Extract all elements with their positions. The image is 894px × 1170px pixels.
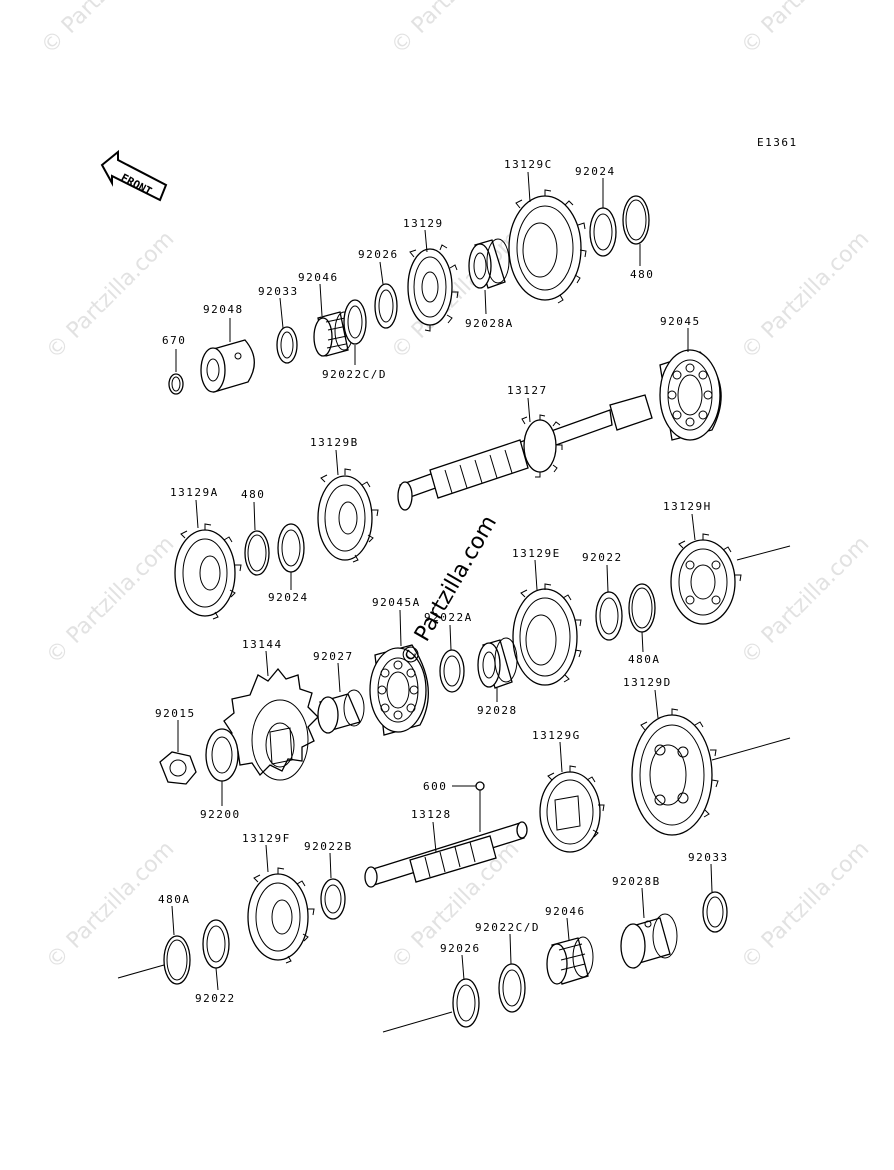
label-13129f: 13129F [242,832,291,845]
washer-92024-mid[interactable] [277,523,305,573]
label-13129c: 13129C [504,158,553,171]
ball-600[interactable] [475,781,485,791]
circlip-480-top[interactable] [622,195,650,245]
label-13129b: 13129B [310,436,359,449]
label-13129g: 13129G [532,729,581,742]
label-92022cd-bot: 92022C/D [475,921,540,934]
front-arrow-icon: FRONT [100,149,168,202]
ring-670-inner [171,376,181,392]
label-92045a: 92045A [372,596,421,609]
label-92046-bot: 92046 [545,905,586,918]
gear-13129c[interactable] [508,189,587,304]
label-670: 670 [162,334,186,347]
washer-92024-top[interactable] [589,207,617,257]
washer-92026-bot[interactable] [452,978,480,1028]
diagram-code: E1361 [757,136,798,149]
label-13144: 13144 [242,638,283,651]
watermark: © Partzilla.com [37,0,175,59]
label-92033-top: 92033 [258,285,299,298]
label-92022-bot: 92022 [195,992,236,1005]
watermark: © Partzilla.com [737,227,875,365]
shaft-13127[interactable] [397,394,653,511]
gear-13129a[interactable] [174,523,242,620]
label-480-top: 480 [630,268,654,281]
label-92022-mid: 92022 [582,551,623,564]
label-92015: 92015 [155,707,196,720]
label-92026-bot: 92026 [440,942,481,955]
watermark: © Partzilla.com [387,0,525,59]
label-480a-mid: 480A [628,653,661,666]
watermark: © Partzilla.com [42,227,180,365]
label-92028b: 92028B [612,875,661,888]
circlip-480a-bot[interactable] [163,935,191,985]
circlip-92033-top[interactable] [276,326,298,364]
label-92022b: 92022B [304,840,353,853]
bushing-92028[interactable] [477,637,518,689]
shaft-13128[interactable] [364,821,528,888]
label-13129h: 13129H [663,500,712,513]
washer-92022-mid[interactable] [595,591,623,641]
label-13129e: 13129E [512,547,561,560]
watermark: © Partzilla.com [42,532,180,670]
bearing-92045a[interactable] [369,644,429,736]
gear-13129b[interactable] [317,468,379,563]
collar-92027[interactable] [317,689,365,734]
circlip-480-mid[interactable] [244,530,270,576]
label-92033-bot: 92033 [688,851,729,864]
watermark: © Partzilla.com [737,532,875,670]
sprocket-13144[interactable] [223,667,319,781]
label-92027: 92027 [313,650,354,663]
watermark: © Partzilla.com [737,0,875,59]
label-92024-top: 92024 [575,165,616,178]
label-480a-bot: 480A [158,893,191,906]
gear-13129g[interactable] [539,765,605,853]
bushing-92028a[interactable] [468,238,510,289]
gear-13129[interactable] [407,244,459,332]
needle-bearing-92046-bot[interactable] [546,936,594,985]
washer-92022a[interactable] [439,649,465,693]
bearing-92045[interactable] [659,349,722,441]
label-92046-top: 92046 [298,271,339,284]
label-92045: 92045 [660,315,701,328]
lock-washer-92200[interactable] [205,728,239,782]
label-13127: 13127 [507,384,548,397]
label-92028: 92028 [477,704,518,717]
nut-92015[interactable] [159,751,197,785]
label-13128: 13128 [411,808,452,821]
collar-92048[interactable] [200,339,255,393]
collar-92028b[interactable] [620,913,678,969]
gear-13129h[interactable] [670,533,742,625]
label-480-mid: 480 [241,488,265,501]
washer-92022-bot[interactable] [202,919,230,969]
label-13129a: 13129A [170,486,219,499]
label-600: 600 [423,780,447,793]
label-92022a: 92022A [424,611,473,624]
washer-92022b[interactable] [320,878,346,920]
watermark: © Partzilla.com [387,227,525,365]
gear-13129f[interactable] [247,867,315,964]
label-92024-mid: 92024 [268,591,309,604]
label-92048: 92048 [203,303,244,316]
label-92200: 92200 [200,808,241,821]
circlip-92033-bot[interactable] [702,891,728,933]
circlip-480a-mid[interactable] [628,583,656,633]
label-92028a: 92028A [465,317,514,330]
label-13129: 13129 [403,217,444,230]
washer-92026-top[interactable] [374,283,398,329]
washer-92022cd-top[interactable] [343,299,367,345]
label-13129d: 13129D [623,676,672,689]
washer-92022cd-bot[interactable] [498,963,526,1013]
ring-670[interactable] [168,373,184,395]
watermark: © Partzilla.com [737,837,875,975]
gear-13129e[interactable] [512,583,582,686]
label-92022cd-top: 92022C/D [322,368,387,381]
gear-13129d[interactable] [631,708,719,836]
label-92026-top: 92026 [358,248,399,261]
